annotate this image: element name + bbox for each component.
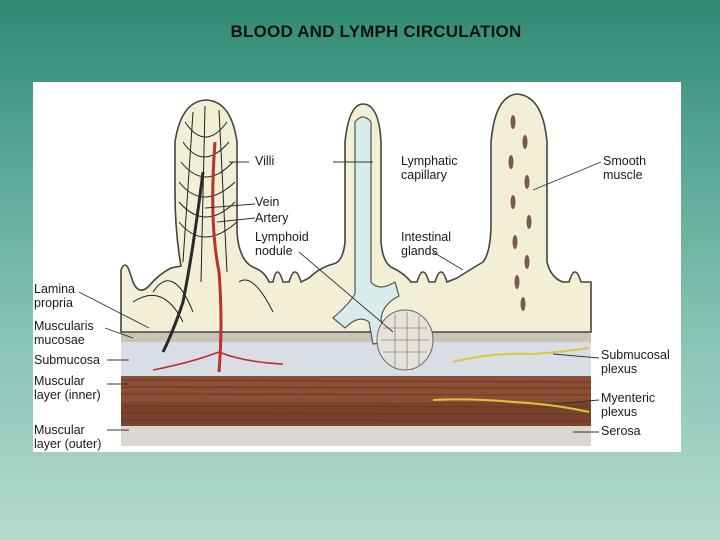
- label-submucosa: Submucosa: [34, 353, 101, 367]
- leader-lines: [78, 161, 602, 433]
- smooth-muscle-fibers: [508, 115, 532, 311]
- lacteal: [332, 116, 400, 345]
- submucosal-plexus-nerve: [452, 347, 590, 363]
- label-artery: Artery: [255, 211, 289, 225]
- label-lymphoid-nodule: Lymphoid nodule: [255, 230, 309, 258]
- label-lamina-propria: Lamina propria: [34, 282, 75, 310]
- anatomy-figure: Villi Lymphatic capillary Smooth muscle …: [33, 82, 681, 452]
- label-smooth-muscle: Smooth muscle: [603, 154, 647, 182]
- vein-vessel: [161, 171, 205, 353]
- label-muscular-layer-outer: Muscular layer (outer): [34, 423, 102, 451]
- nodule-cells: [381, 312, 429, 370]
- label-submucosal-plexus: Submucosal plexus: [601, 348, 670, 376]
- capillary-network: [132, 105, 274, 323]
- vessel-branches: [152, 351, 284, 371]
- serosa-layer: [121, 424, 591, 446]
- label-serosa: Serosa: [601, 424, 641, 438]
- label-muscular-layer-inner: Muscular layer (inner): [34, 374, 101, 402]
- label-intestinal-glands: Intestinal glands: [401, 230, 452, 258]
- slide-title: BLOOD AND LYMPH CIRCULATION: [230, 22, 522, 41]
- submucosa-layer: [121, 340, 591, 376]
- label-villi: Villi: [255, 154, 275, 168]
- label-myenteric-plexus: Myenteric plexus: [601, 391, 656, 419]
- label-vein: Vein: [255, 195, 280, 209]
- intestine-wall-illustration: [78, 93, 602, 446]
- artery-vessel: [211, 141, 223, 373]
- label-lymphatic-capillary: Lymphatic capillary: [401, 154, 458, 182]
- muscle-fibers: [120, 379, 592, 422]
- label-muscularis-mucosae: Muscularis mucosae: [34, 319, 94, 347]
- muscularis-mucosae-layer: [121, 332, 591, 342]
- myenteric-plexus-nerve: [432, 398, 590, 413]
